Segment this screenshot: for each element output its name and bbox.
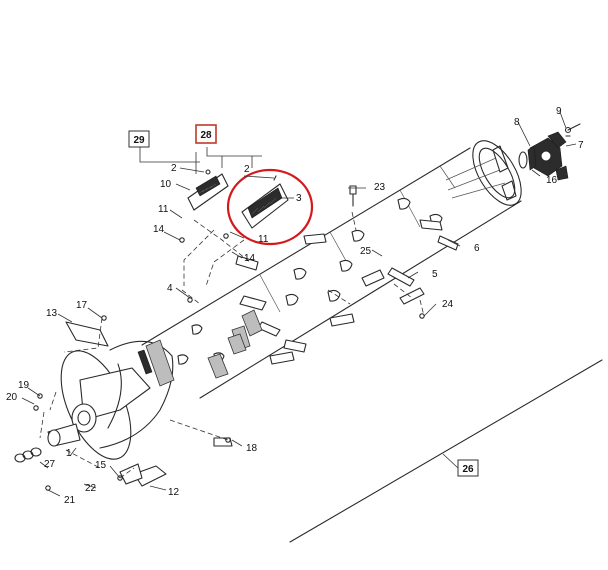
callout-c5[interactable]: 5 bbox=[432, 269, 438, 280]
boxed-labels: 29 28 26 bbox=[133, 130, 474, 475]
auger-cone bbox=[14, 339, 175, 463]
callout-c2a[interactable]: 2 bbox=[171, 163, 177, 174]
group-brackets bbox=[139, 147, 262, 174]
tube-paddles bbox=[177, 197, 459, 379]
callout-c23[interactable]: 23 bbox=[374, 182, 386, 193]
rotor-tube bbox=[141, 140, 522, 399]
callout-c14a[interactable]: 14 bbox=[153, 224, 165, 235]
callout-c11b[interactable]: 11 bbox=[258, 234, 269, 245]
callout-c15[interactable]: 15 bbox=[95, 460, 107, 471]
callout-c14b[interactable]: 14 bbox=[244, 253, 256, 264]
callout-c11a[interactable]: 11 bbox=[158, 204, 169, 215]
callout-c17[interactable]: 17 bbox=[76, 300, 88, 311]
boxed-callout-b26: 26 bbox=[462, 464, 474, 475]
rasp-bar-10 bbox=[187, 169, 229, 211]
callout-c4[interactable]: 4 bbox=[167, 283, 173, 294]
callout-c20[interactable]: 20 bbox=[6, 392, 18, 403]
callout-c6[interactable]: 6 bbox=[474, 243, 480, 254]
right-hub bbox=[518, 123, 581, 181]
callout-c3[interactable]: 3 bbox=[296, 193, 302, 204]
callout-c9[interactable]: 9 bbox=[556, 106, 562, 117]
dashed-lines bbox=[39, 211, 425, 479]
callout-c12[interactable]: 12 bbox=[168, 487, 180, 498]
callout-c16[interactable]: 16 bbox=[546, 175, 558, 186]
callout-c24[interactable]: 24 bbox=[442, 299, 454, 310]
callout-c25[interactable]: 25 bbox=[360, 246, 372, 257]
callout-c1[interactable]: 1 bbox=[66, 448, 72, 459]
callout-c19[interactable]: 19 bbox=[18, 380, 30, 391]
callout-c10[interactable]: 10 bbox=[160, 179, 172, 190]
highlight-ring bbox=[226, 168, 314, 246]
box-29[interactable] bbox=[128, 130, 150, 148]
small-fasteners bbox=[33, 233, 425, 491]
callout-c27[interactable]: 27 bbox=[44, 459, 56, 470]
leader-lines bbox=[21, 111, 603, 543]
callout-c13[interactable]: 13 bbox=[46, 308, 58, 319]
box-26[interactable] bbox=[457, 459, 479, 477]
plates bbox=[65, 321, 233, 487]
rasp-bar-3 bbox=[241, 175, 289, 229]
callout-c7[interactable]: 7 bbox=[578, 140, 584, 151]
box-28[interactable] bbox=[195, 124, 217, 144]
boxed-callouts bbox=[128, 124, 479, 477]
callout-c22[interactable]: 22 bbox=[85, 483, 97, 494]
boxed-callout-b29: 29 bbox=[133, 135, 145, 146]
callout-c8[interactable]: 8 bbox=[514, 117, 520, 128]
callout-c2b[interactable]: 2 bbox=[244, 164, 250, 175]
callout-c21[interactable]: 21 bbox=[64, 495, 76, 506]
boxed-callout-b28: 28 bbox=[200, 130, 212, 141]
callout-c18[interactable]: 18 bbox=[246, 443, 258, 454]
bolt-23 bbox=[349, 185, 357, 207]
